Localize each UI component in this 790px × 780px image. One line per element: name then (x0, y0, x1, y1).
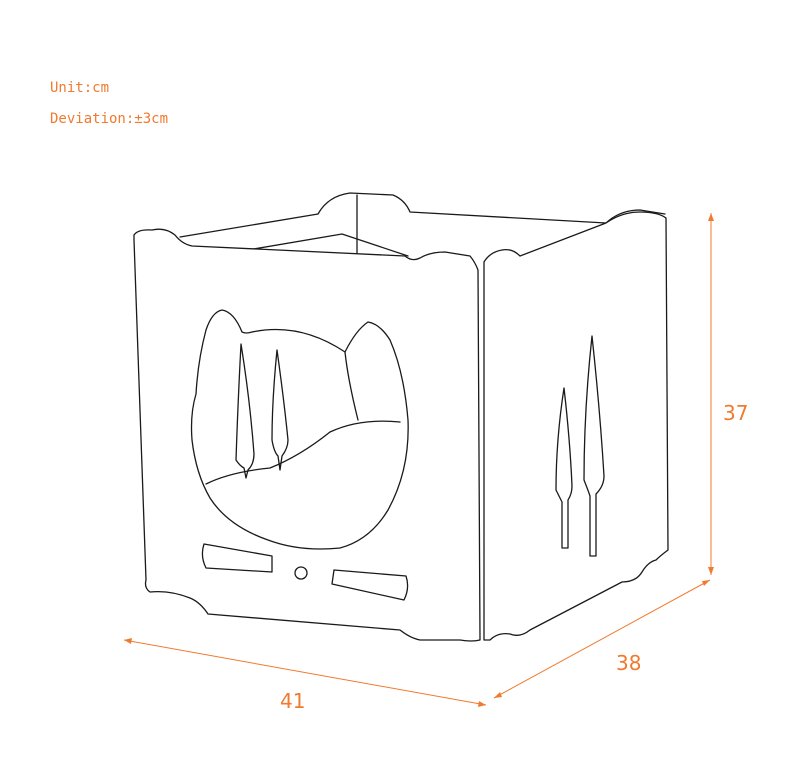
cat-head-opening (190, 309, 409, 550)
dimension-depth: 38 (493, 579, 711, 699)
tree-cutout-right (271, 349, 289, 471)
height-label: 37 (723, 401, 748, 425)
nose-hole (294, 566, 308, 580)
dimension-height: 37 (708, 213, 748, 575)
whisker-slot-right (331, 569, 409, 601)
dimension-width: 41 (123, 638, 487, 713)
tree-cutout-side-right (583, 335, 605, 557)
side-panel (483, 211, 669, 641)
width-label: 41 (280, 689, 305, 713)
deviation-note: Deviation:±3cm (50, 111, 169, 127)
tree-cutout-side-left (555, 387, 573, 549)
front-panel (133, 228, 481, 642)
whisker-slot-left (201, 543, 273, 573)
unit-note: Unit:cm (50, 80, 110, 96)
tree-cutout-left (235, 343, 255, 479)
depth-label: 38 (616, 651, 641, 675)
